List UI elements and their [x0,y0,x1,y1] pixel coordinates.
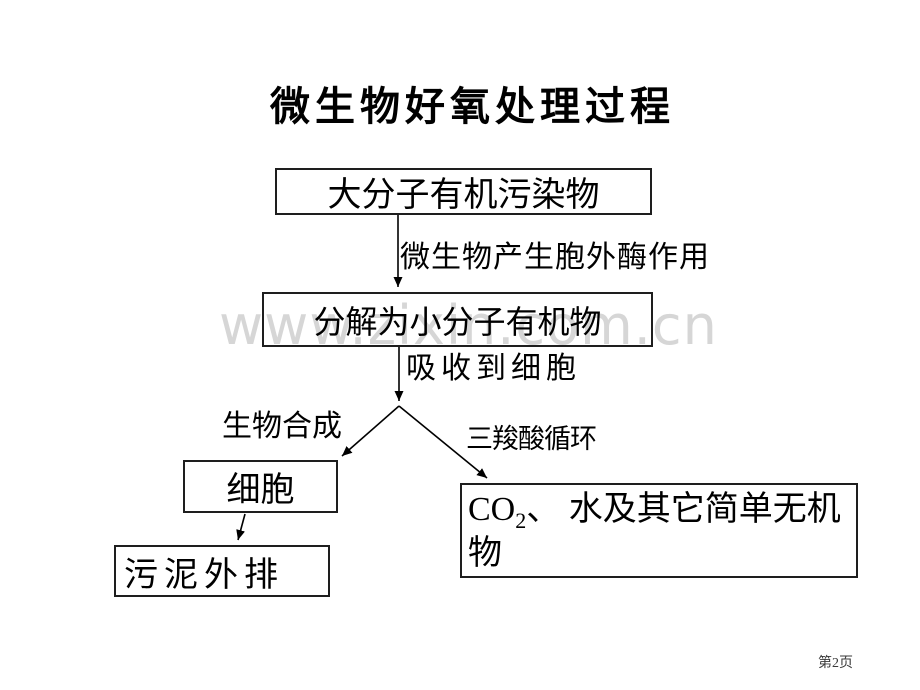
edge-label-extracellular-enzyme: 微生物产生胞外酶作用 [400,241,710,274]
box-label: 大分子有机污染物 [327,177,600,214]
co2-rest: 、 水及其它简单无机物 [468,491,841,572]
box-label: CO2、 水及其它简单无机物 [468,491,841,572]
flowchart-box-macromolecule-pollutants: 大分子有机污染物 [275,168,652,215]
flowchart-box-small-molecule-organics: 分解为小分子有机物 [262,292,653,347]
slide-title: 微生物好氧处理过程 [270,84,675,129]
box-label: 分解为小分子有机物 [313,303,602,340]
page-number-label: 第2页 [818,656,853,671]
edge-label-absorbed-into-cell: 吸收到细胞 [406,352,581,385]
box-label: 污泥外排 [124,556,284,594]
box-label: 细胞 [226,472,295,509]
arrow-junction-to-co2 [398,405,488,479]
co2-prefix: CO [468,491,516,528]
edge-label-biosynthesis: 生物合成 [222,410,342,443]
flowchart-box-co2-water-inorganics: CO2、 水及其它简单无机物 [460,483,858,578]
edge-label-tca-cycle: 三羧酸循环 [466,424,597,454]
arrow-junction-to-cell [341,405,400,457]
flowchart-box-cell: 细胞 [183,460,338,513]
flowchart-box-sludge-discharge: 污泥外排 [114,545,330,597]
co2-subscript: 2 [515,507,527,533]
arrow-cell-to-sludge [236,513,246,541]
